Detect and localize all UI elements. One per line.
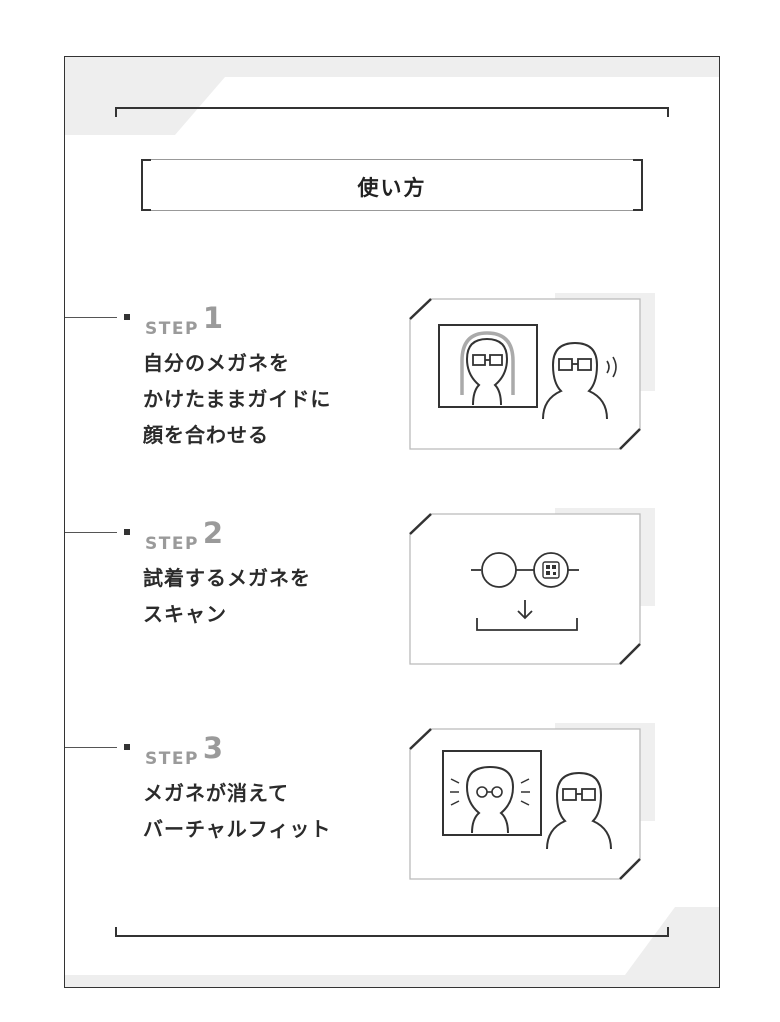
top-bracket [115, 107, 669, 117]
step-leader-line [65, 532, 117, 533]
step-bullet [124, 744, 130, 750]
step-leader-line [65, 747, 117, 748]
top-decoration [65, 57, 719, 135]
step-description: 自分のメガネを かけたままガイドに 顔を合わせる [143, 351, 332, 447]
bottom-bracket [115, 927, 669, 937]
align-face-illustration [409, 293, 655, 450]
step-description: メガネが消えて バーチャルフィット [143, 781, 332, 841]
virtual-fit-illustration [409, 723, 655, 880]
step-bullet [124, 529, 130, 535]
page-title: 使い方 [357, 176, 427, 200]
scan-glasses-illustration [409, 508, 655, 665]
step-bullet [124, 314, 130, 320]
bottom-decoration [65, 907, 719, 987]
step-description: 試着するメガネを スキャン [143, 566, 311, 626]
title-box: 使い方 [141, 159, 643, 211]
step-leader-line [65, 317, 117, 318]
